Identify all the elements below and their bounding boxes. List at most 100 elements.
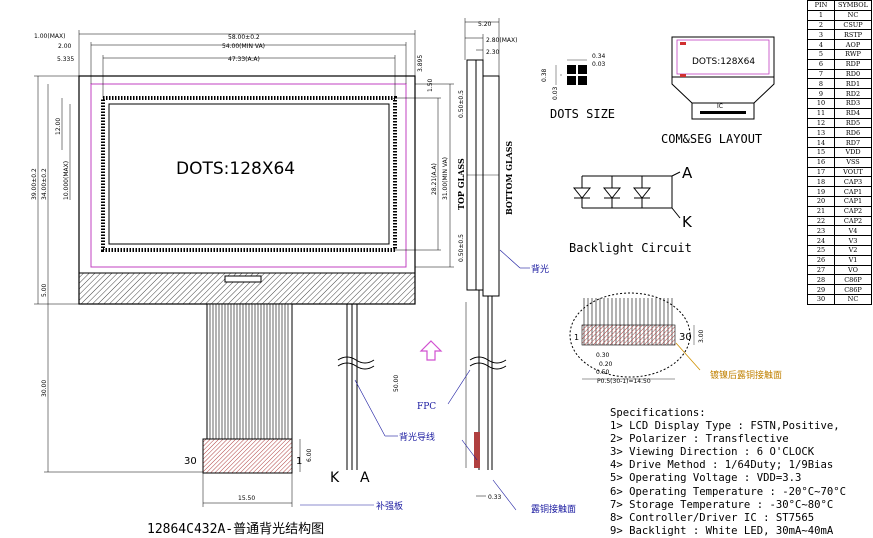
pin-number: 20 <box>807 195 835 207</box>
pin-symbol: RD3 <box>834 97 872 109</box>
side-view: TOP GLASS BOTTOM GLASS 5.20 2.80(MAX) 2.… <box>300 18 576 515</box>
side-dim-1: 5.20 <box>478 21 492 28</box>
pin-number: 17 <box>807 166 835 178</box>
pin-number: 12 <box>807 117 835 129</box>
pin-symbol: RD7 <box>834 137 872 148</box>
pin-number: 19 <box>807 186 835 197</box>
fpc-dim-3: 0.50 <box>596 369 610 376</box>
spec-line: 8> Controller/Driver IC : ST7565 <box>610 511 815 524</box>
exposed-copper-callout: 露铜接触面 <box>531 503 576 515</box>
backlight-wire-callout: 背光导线 <box>399 431 435 443</box>
symbol-header: SYMBOL <box>834 0 872 11</box>
side-dim-6: 50.00 <box>393 375 400 392</box>
dots-label: DOTS:128X64 <box>176 159 295 179</box>
top-dimensions <box>78 30 416 98</box>
pin-symbol: AOP <box>834 39 872 50</box>
pin-number: 24 <box>807 235 835 246</box>
k-label: K <box>330 470 340 486</box>
pin-number: 30 <box>807 293 835 305</box>
front-view: DOTS:128X64 30 1 <box>31 30 454 507</box>
comseg-ic-label: IC <box>717 103 723 110</box>
dots-size-dim-3: 0.34 <box>592 53 606 60</box>
fpc-note: 镀镍后露铜接触面 <box>710 369 782 381</box>
dim-bottom-2: 6.00 <box>306 448 313 462</box>
dots-size-detail: 0.38 0.03 0.34 0.03 DOTS SIZE <box>541 53 615 121</box>
pin-symbol: RD1 <box>834 78 872 90</box>
side-dim-2: 2.80(MAX) <box>486 37 517 44</box>
pin-symbol: CAP2 <box>834 205 872 217</box>
spec-line: Specifications: <box>610 407 706 419</box>
pin-number: 18 <box>807 176 835 188</box>
backlight-circuit-label: Backlight Circuit <box>569 241 692 255</box>
bottom-glass-label: BOTTOM GLASS <box>504 141 514 215</box>
spec-line: 6> Operating Temperature : -20°C~70°C <box>610 485 846 498</box>
dim-right-4: 28.21(A.A) <box>431 163 438 195</box>
dim-right-3: 31.00(MIN VA) <box>442 157 449 200</box>
spec-line: 7> Storage Temperature : -30°C~80°C <box>610 498 834 511</box>
pin-symbol: C86P <box>834 274 872 286</box>
comseg-label: COM&SEG LAYOUT <box>661 132 762 146</box>
pin-symbol: RD5 <box>834 117 872 129</box>
fpc-tail <box>206 303 293 440</box>
dim-top-1: 1.00(MAX) <box>34 33 65 40</box>
pin-number: 23 <box>807 225 835 237</box>
dots-size-dim-2: 0.03 <box>552 86 559 100</box>
pin-symbol: RDP <box>834 58 872 70</box>
pin-number: 4 <box>807 39 835 50</box>
pin-symbol: CAP1 <box>834 195 872 207</box>
pin-1-label: 1 <box>296 456 302 467</box>
fpc-traces <box>209 304 289 439</box>
pin-symbol: RD0 <box>834 68 872 80</box>
fpc-callout: FPC <box>417 402 436 412</box>
circuit-a-label: A <box>682 164 693 182</box>
pin-number: 13 <box>807 127 835 139</box>
dim-left-2: 34.00±0.2 <box>41 168 48 200</box>
spec-line: 2> Polarizer : Transflective <box>610 433 789 446</box>
pin-symbol: RWP <box>834 48 872 60</box>
side-dim-4: 0.50±0.5 <box>458 90 465 118</box>
dim-top-4: 58.00±0.2 <box>228 34 260 41</box>
pin-number: 6 <box>807 58 835 70</box>
dim-top-6: 47.33(A.A) <box>228 56 260 63</box>
pin-number: 28 <box>807 274 835 286</box>
dim-top-5: 54.00(MIN VA) <box>222 43 265 50</box>
dim-left-6: 30.00 <box>41 380 48 397</box>
pin-number: 11 <box>807 107 835 119</box>
circuit-k-label: K <box>682 213 693 231</box>
pin-number: 25 <box>807 244 835 256</box>
fpc-detail-pin-1: 1 <box>574 333 579 342</box>
comseg-dots-label: DOTS:128X64 <box>692 57 755 67</box>
fpc-dim-4: P0.5(30-1)=14.50 <box>597 378 651 385</box>
comseg-layout: DOTS:128X64 IC COM&SEG LAYOUT <box>661 36 775 146</box>
dim-left-3: 12.00 <box>55 118 62 135</box>
pin-number: 1 <box>807 9 835 21</box>
viewing-area <box>90 83 407 268</box>
pin-symbol: V1 <box>834 254 872 266</box>
dim-top-2: 2.00 <box>58 43 72 50</box>
stiffener-callout: 补强板 <box>376 500 403 512</box>
pin-symbol: VSS <box>834 156 872 168</box>
pin-number: 15 <box>807 146 835 158</box>
side-dim-3: 2.30 <box>486 49 500 56</box>
pin-symbol: RD6 <box>834 127 872 139</box>
